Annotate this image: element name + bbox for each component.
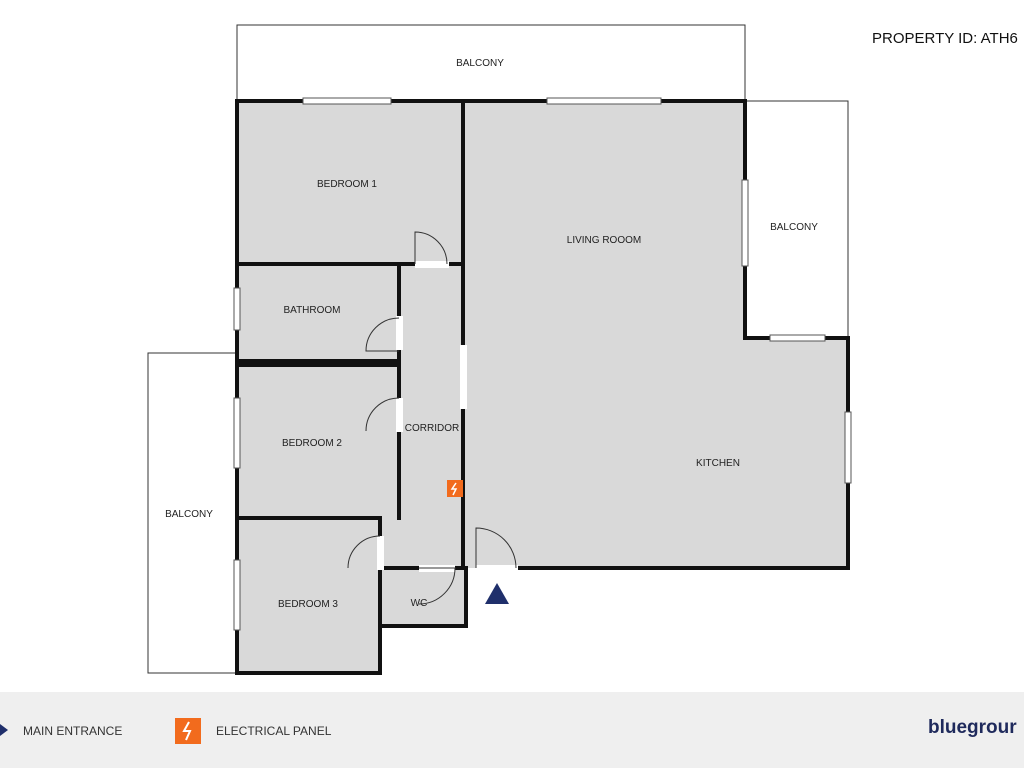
property-id: PROPERTY ID: ATH6: [872, 30, 1018, 47]
balconies: [147, 24, 849, 674]
balcony-left: [147, 352, 238, 674]
electrical-panel-icon: [447, 480, 463, 497]
label-bedroom-2: BEDROOM 2: [282, 438, 342, 449]
label-kitchen: KITCHEN: [696, 458, 740, 469]
balcony-top: [236, 24, 746, 102]
balcony-right: [744, 100, 849, 339]
label-wc: WC: [411, 598, 428, 609]
main-entrance-legend-icon: [0, 724, 8, 736]
room-fills: [237, 101, 848, 673]
label-bedroom-1: BEDROOM 1: [317, 179, 377, 190]
electrical-panel-legend-icon: [175, 718, 201, 744]
plan-base-strip: [130, 686, 868, 692]
label-bedroom-3: BEDROOM 3: [278, 599, 338, 610]
label-balcony-top: BALCONY: [456, 58, 504, 69]
brand-logo: bluegrour: [928, 717, 1017, 738]
label-balcony-right: BALCONY: [770, 222, 818, 233]
legend-electrical-panel: ELECTRICAL PANEL: [216, 724, 332, 738]
label-balcony-left: BALCONY: [165, 509, 213, 520]
label-living-room: LIVING ROOOM: [567, 235, 641, 246]
label-bathroom: BATHROOM: [283, 305, 340, 316]
legend-main-entrance: MAIN ENTRANCE: [23, 724, 123, 738]
main-entrance-icon: [485, 583, 509, 604]
windows: [233, 97, 852, 631]
legend-footer: MAIN ENTRANCE ELECTRICAL PANEL bluegrour: [0, 692, 1024, 768]
door-swings[interactable]: [347, 231, 517, 605]
label-corridor: CORRIDOR: [405, 423, 459, 434]
